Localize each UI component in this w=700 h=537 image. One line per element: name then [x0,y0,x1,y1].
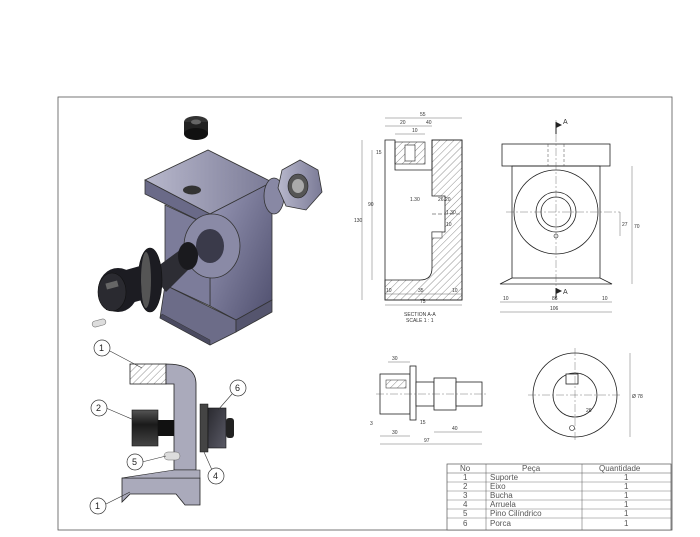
dim-front-bottom-b: 86 [552,296,558,302]
balloon-1-top: 1 [99,343,104,353]
balloon-group: 1 2 5 1 6 4 [89,339,247,515]
dim-shaft-d: 15 [420,420,426,426]
bom-row-3-part: Bucha [490,491,513,500]
dim-sec-bottom-overall: 75 [420,299,426,305]
dim-front-bottom-a: 10 [503,296,509,302]
bom-row-4-no: 4 [463,500,468,509]
section-marker-top: A [563,119,568,126]
section-view: 55 20 40 10 130 90 15 1.30 26.20 1.30 10… [354,112,463,324]
section-caption-line2: SCALE 1 : 1 [406,318,434,324]
section-marker-bottom: A [563,289,568,296]
bom-row-5-part: Pino Cilíndrico [490,509,542,518]
bom-row-4-qty: 1 [624,500,629,509]
dim-front-bottom-overall: 106 [550,306,559,312]
dim-front-bottom-c: 10 [602,296,608,302]
bom-row-2-part: Eixo [490,482,506,491]
balloon-1-bottom: 1 [95,501,100,511]
dim-shaft-b: 3 [370,421,373,427]
bom-row-1-no: 1 [463,473,468,482]
bom-row-3-qty: 1 [624,491,629,500]
sheet-border [57,96,673,531]
dim-shaft-e: 97 [424,438,430,444]
exploded-section-view [121,363,234,506]
dim-sec-bottom-c: 10 [452,288,458,294]
section-caption-line1: SECTION A-A [404,312,436,318]
bom-row-4-part: Arruela [490,500,516,509]
isometric-view [91,116,323,346]
bom-header-part: Peça [522,464,541,473]
dim-sec-left-small: 15 [376,150,382,156]
dim-front-right-b: 70 [634,224,640,230]
balloon-5: 5 [132,457,137,467]
dim-sec-mid-c: 1.30 [446,210,456,216]
dim-front-right-a: 27 [622,222,628,228]
bom-row-2-no: 2 [463,482,468,491]
dim-shaft-c: 30 [392,430,398,436]
bom-row-5-no: 5 [463,509,468,518]
shaft-view: 30 3 30 15 97 40 [370,356,488,445]
bom-row-6-part: Porca [490,519,511,528]
bom-row-3-no: 3 [463,491,468,500]
dim-sec-left-inner: 90 [368,202,374,208]
dim-sec-top-b: 40 [426,120,432,126]
shaft-end-view: Ø 78 26 [528,348,643,442]
bom-row-1-part: Suporte [490,473,519,482]
dim-sec-left-height: 130 [354,218,363,224]
dim-sec-mid-a: 1.30 [410,197,420,203]
dim-sec-mid-b: 26.20 [438,197,451,203]
bom-header-qty: Quantidade [599,464,641,473]
bom-row-2-qty: 1 [624,482,629,491]
dim-shaft-a: 30 [392,356,398,362]
dim-sec-top-c: 10 [412,128,418,134]
balloon-2: 2 [96,403,101,413]
dim-sec-top-overall: 55 [420,112,426,118]
dim-sec-bottom-a: 10 [386,288,392,294]
front-view: A A 27 70 10 86 10 106 [499,119,640,313]
dim-end-a: 26 [586,408,592,414]
dim-sec-top-a: 20 [400,120,406,126]
dim-sec-bottom-b: 35 [418,288,424,294]
balloon-6: 6 [235,383,240,393]
balloon-4: 4 [213,471,218,481]
dim-end-dia: Ø 78 [632,394,643,400]
dim-sec-mid-d: 10 [446,222,452,228]
dim-shaft-f: 40 [452,426,458,432]
bom-row-6-qty: 1 [624,519,629,528]
bom-row-1-qty: 1 [624,473,629,482]
bom-table: No Peça Quantidade 1 Suporte 1 2 Eixo 1 … [446,463,672,531]
bom-header-no: No [460,464,471,473]
bom-row-5-qty: 1 [624,509,629,518]
bom-row-6-no: 6 [463,519,468,528]
